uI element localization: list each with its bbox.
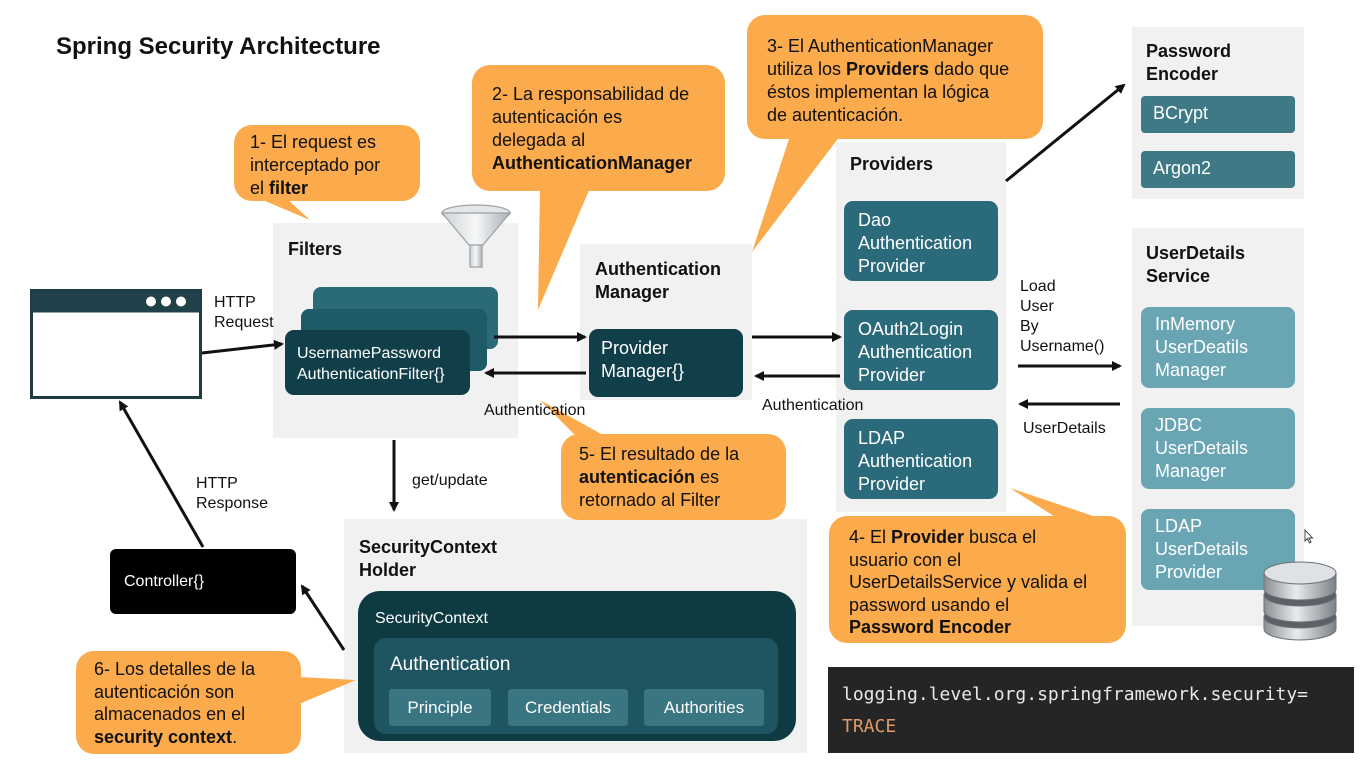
browser-window-icon: [30, 289, 202, 399]
jdbc-userdetails-manager: JDBC UserDetails Manager: [1141, 408, 1295, 489]
credentials-chip: Credentials: [508, 689, 628, 726]
callout-step-2: 2- La responsabilidad de autenticación e…: [472, 65, 725, 191]
userdetails-return-label: UserDetails: [1023, 420, 1106, 437]
authentication-return-label-1: Authentication: [484, 402, 586, 419]
database-icon: [1263, 561, 1337, 641]
username-password-auth-filter: UsernamePassword AuthenticationFilter{}: [285, 330, 470, 395]
load-user-by-username-label: Load User By Username(): [1020, 278, 1105, 355]
dao-authentication-provider: Dao Authentication Provider: [844, 201, 998, 281]
auth-manager-title: Authentication Manager: [595, 259, 721, 302]
security-context-holder-title: SecurityContext Holder: [359, 537, 498, 580]
get-update-label: get/update: [412, 472, 488, 489]
controller-box: Controller{}: [110, 549, 296, 614]
callout-step-1: 1- El request es interceptado por el fil…: [234, 125, 420, 201]
mouse-cursor-icon: [1304, 529, 1314, 544]
callout-step-6: 6- Los detalles de la autenticación son …: [76, 651, 301, 754]
callout-step-4: 4- El Provider busca el usuario con el U…: [829, 516, 1126, 643]
ldap-authentication-provider: LDAP Authentication Provider: [844, 419, 998, 499]
password-encoder-title: Password Encoder: [1146, 41, 1232, 84]
funnel-icon: [440, 204, 512, 268]
authorities-chip: Authorities: [644, 689, 764, 726]
argon2-encoder: Argon2: [1141, 151, 1295, 188]
authentication-object-label: Authentication: [390, 654, 511, 675]
providers-title: Providers: [850, 154, 934, 174]
logging-config-code: logging.level.org.springframework.securi…: [828, 667, 1354, 753]
page-title: Spring Security Architecture: [56, 33, 381, 60]
user-details-service-title: UserDetails Service: [1146, 243, 1246, 286]
principle-chip: Principle: [389, 689, 491, 726]
oauth2login-authentication-provider: OAuth2Login Authentication Provider: [844, 310, 998, 390]
http-request-label: HTTP Request: [214, 294, 274, 331]
callout-step-3: 3- El AuthenticationManager utiliza los …: [747, 15, 1043, 139]
inmemory-userdetails-manager: InMemory UserDeatils Manager: [1141, 307, 1295, 388]
authentication-return-label-2: Authentication: [762, 397, 864, 414]
ldap-userdetails-provider: LDAP UserDetails Provider: [1141, 509, 1295, 590]
provider-manager-box: Provider Manager{}: [589, 329, 743, 397]
filters-title: Filters: [288, 239, 343, 259]
http-response-label: HTTP Response: [196, 475, 269, 512]
bcrypt-encoder: BCrypt: [1141, 96, 1295, 133]
security-context-label: SecurityContext: [375, 610, 488, 627]
callout-step-5: 5- El resultado de la autenticación es r…: [561, 434, 786, 520]
